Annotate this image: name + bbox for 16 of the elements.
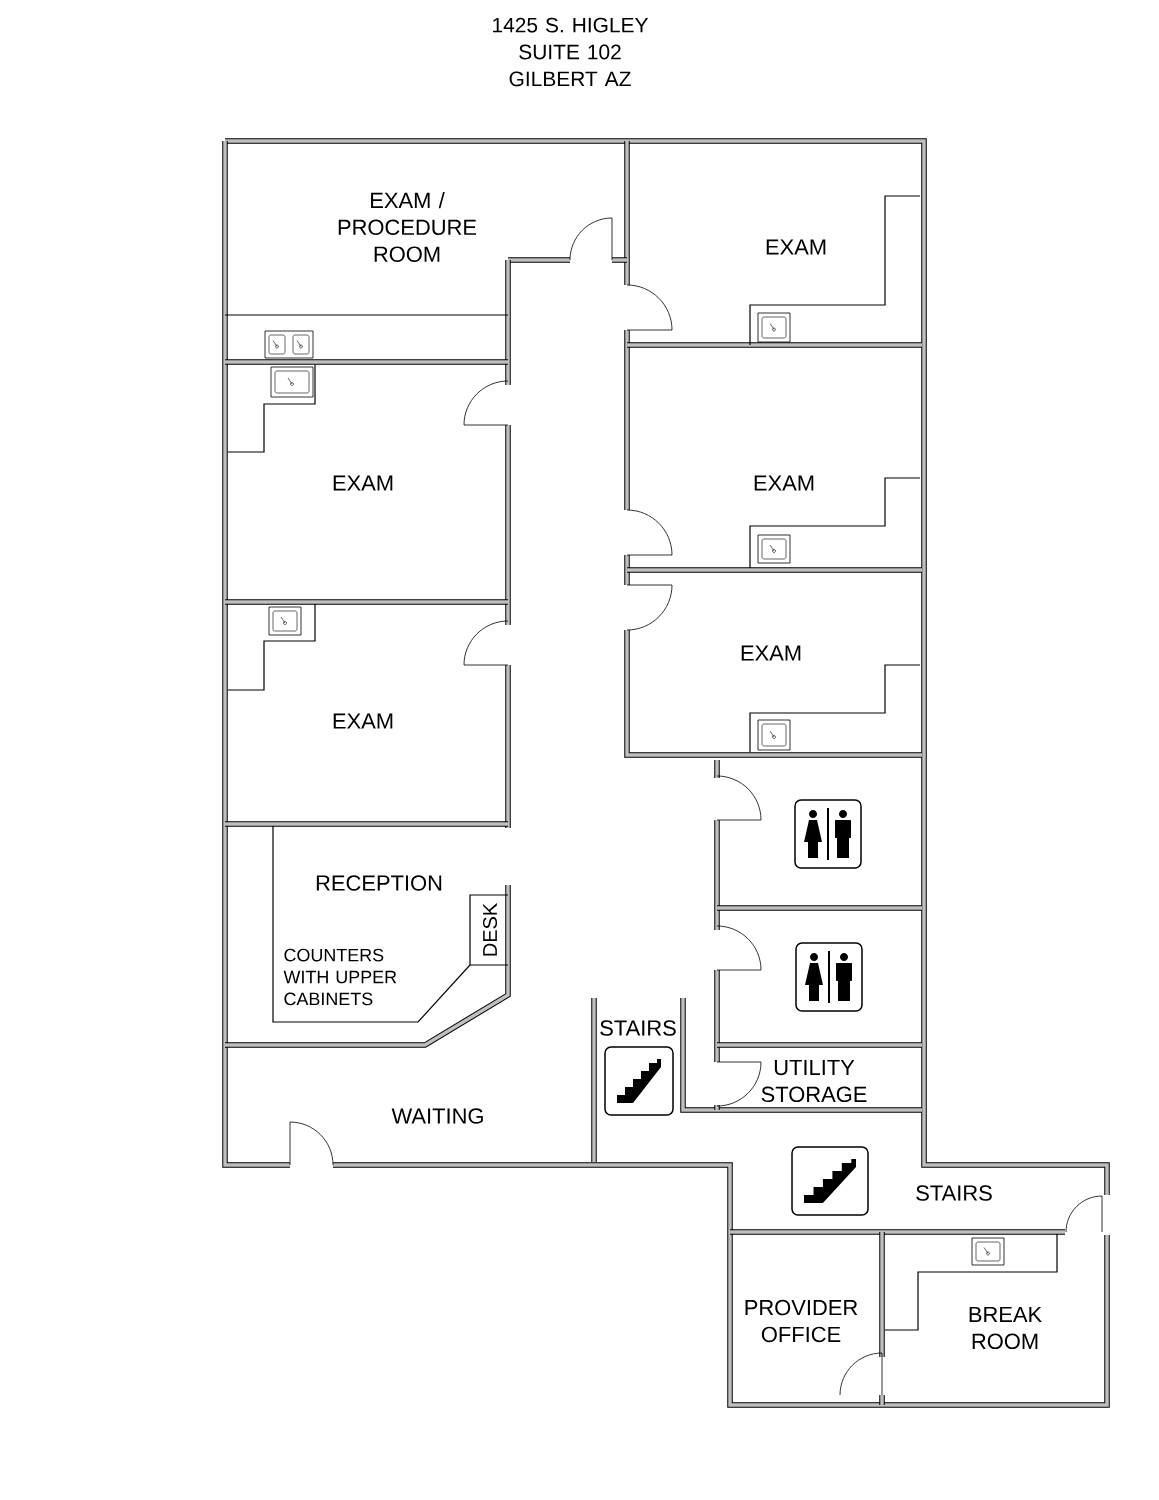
room-label: EXAM / PROCEDURE ROOM (338, 192, 477, 262)
room-label: UTILITY STORAGE (761, 1059, 867, 1103)
room-label: RECEPTION (316, 875, 442, 891)
room-label: EXAM (333, 475, 393, 491)
room-label: EXAM (766, 239, 826, 255)
room-label: WAITING (391, 1108, 483, 1124)
address-title: 1425 S. HIGLEY SUITE 102 GILBERT AZ (493, 17, 649, 87)
room-label: EXAM (333, 713, 393, 729)
room-label: PROVIDER OFFICE (745, 1299, 858, 1343)
room-label: STAIRS (600, 1020, 676, 1036)
room-label: BREAK ROOM (969, 1306, 1042, 1350)
room-label: STAIRS (916, 1185, 992, 1201)
room-label: EXAM (741, 645, 801, 661)
counter-note: COUNTERS WITH UPPER CABINETS (283, 948, 397, 1006)
desk-label: DESK (482, 903, 498, 956)
room-label: EXAM (754, 475, 814, 491)
